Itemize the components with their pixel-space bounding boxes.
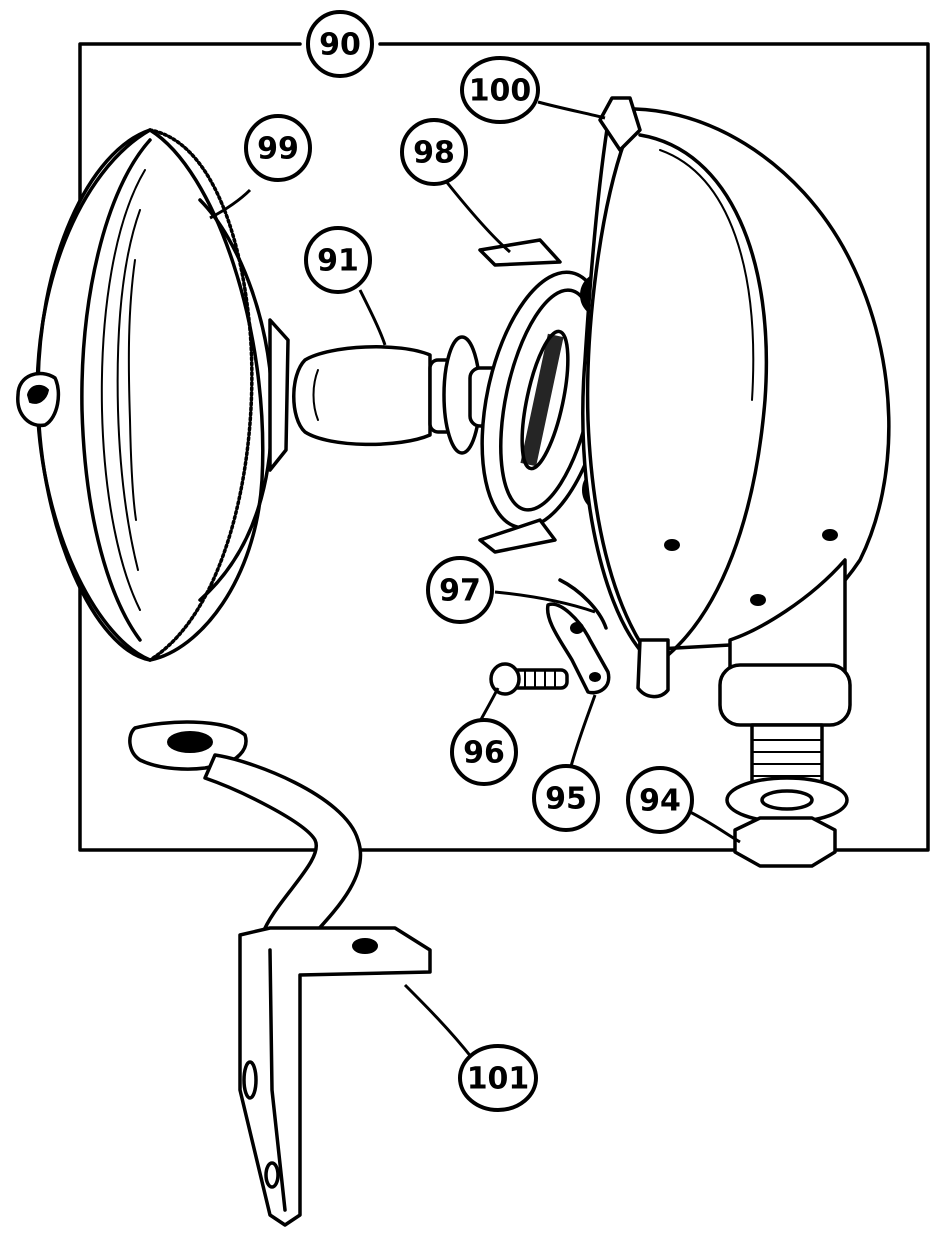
leader-94 <box>689 810 741 844</box>
leader-101 <box>403 983 474 1059</box>
callout-90-label: 90 <box>319 28 361 63</box>
clip-screw <box>489 662 569 696</box>
leader-98 <box>443 179 511 254</box>
leader-97 <box>494 590 596 614</box>
callout-95-label: 95 <box>545 782 587 817</box>
callout-101: 101 <box>458 1044 538 1112</box>
callout-100-label: 100 <box>469 74 532 109</box>
mounting-stud-and-nut <box>718 663 852 868</box>
callout-99: 99 <box>244 114 312 182</box>
lamp-front-rim-and-lens <box>16 128 290 662</box>
callout-97-label: 97 <box>439 574 481 609</box>
callout-98: 98 <box>400 118 468 186</box>
callout-99-label: 99 <box>257 132 299 167</box>
callout-94-label: 94 <box>639 784 681 819</box>
leader-95 <box>568 694 597 771</box>
clip-spring <box>558 578 608 630</box>
callout-97: 97 <box>426 556 494 624</box>
callout-91-label: 91 <box>317 244 359 279</box>
callout-91: 91 <box>304 226 372 294</box>
leader-100 <box>537 100 606 120</box>
lamp-shell <box>581 96 891 718</box>
callout-98-label: 98 <box>413 136 455 171</box>
callout-101-label: 101 <box>467 1062 530 1097</box>
callout-95: 95 <box>532 764 600 832</box>
mounting-bracket <box>128 720 432 1227</box>
leader-91 <box>358 289 387 346</box>
callout-96: 96 <box>450 718 518 786</box>
callout-96-label: 96 <box>463 736 505 771</box>
callout-100: 100 <box>460 56 540 124</box>
callout-94: 94 <box>626 766 694 834</box>
leader-99 <box>209 188 252 220</box>
callout-90: 90 <box>306 10 374 78</box>
retaining-clip <box>545 602 611 695</box>
